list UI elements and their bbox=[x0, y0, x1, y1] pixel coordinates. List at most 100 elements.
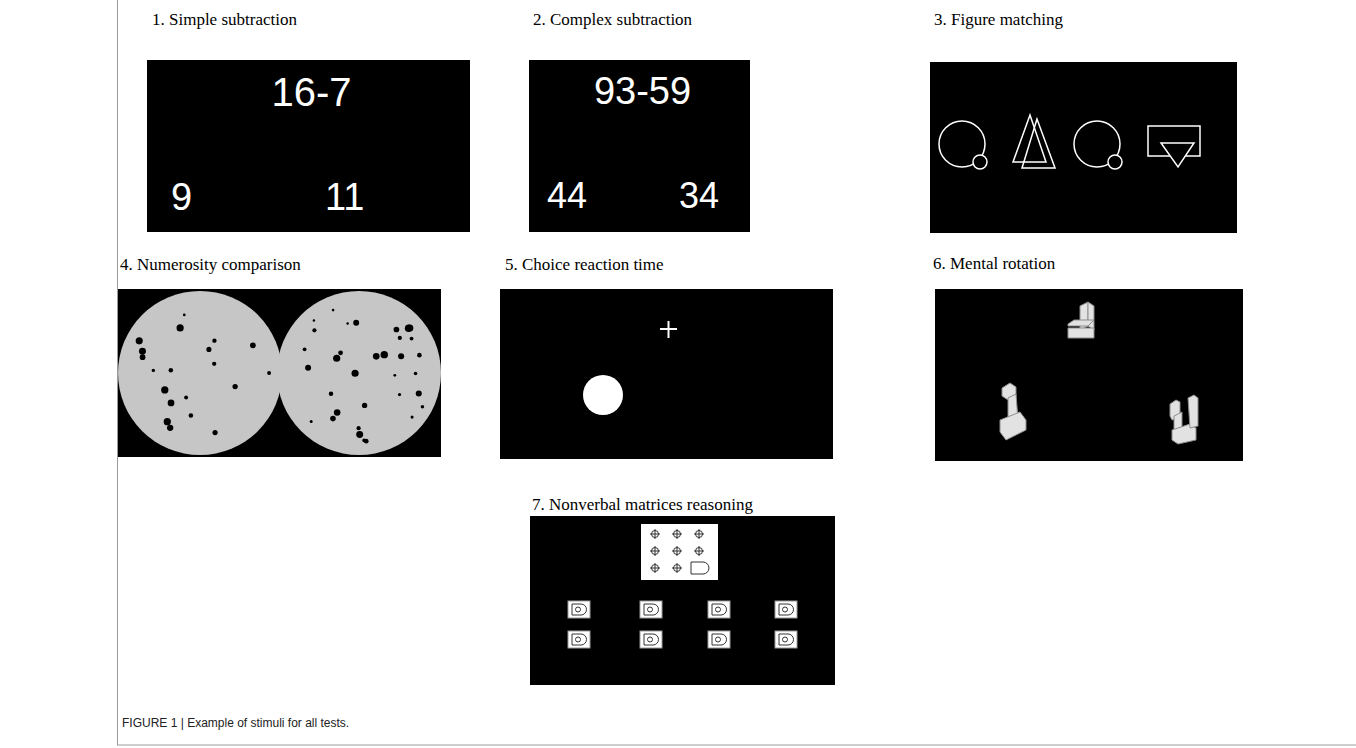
stimulus-panel: 6. Mental rotation bbox=[935, 289, 1243, 461]
dot bbox=[267, 371, 271, 375]
dot bbox=[373, 353, 380, 360]
dot bbox=[414, 372, 418, 376]
dot bbox=[421, 405, 425, 409]
answer-symbol bbox=[576, 607, 581, 612]
dot bbox=[184, 395, 188, 399]
dot bbox=[168, 400, 175, 407]
answer-box bbox=[775, 601, 797, 618]
stimulus-number: 44 bbox=[547, 178, 587, 214]
dot-arrays bbox=[118, 291, 441, 455]
dot bbox=[357, 426, 361, 430]
panel-title: 1. Simple subtraction bbox=[152, 10, 297, 30]
answer-symbol bbox=[783, 607, 788, 612]
stimulus-panel: 4. Numerosity comparison bbox=[118, 289, 441, 457]
matrix-symbol bbox=[672, 529, 682, 539]
answer-box bbox=[568, 601, 590, 618]
dot bbox=[313, 319, 316, 322]
dot bbox=[305, 365, 311, 371]
stimulus-number: 16-7 bbox=[147, 72, 476, 112]
panel-title: 5. Choice reaction time bbox=[505, 255, 664, 275]
dot bbox=[352, 370, 359, 377]
stimulus-number: 34 bbox=[679, 178, 719, 214]
dot bbox=[353, 320, 359, 326]
dot bbox=[139, 348, 146, 355]
answer-box bbox=[640, 631, 662, 648]
answer-box bbox=[775, 631, 797, 648]
dot bbox=[333, 355, 340, 362]
panel-title: 7. Nonverbal matrices reasoning bbox=[532, 495, 753, 515]
answer-symbol bbox=[712, 604, 727, 615]
matrix-symbol bbox=[650, 546, 660, 556]
reaction-stimuli bbox=[583, 321, 677, 415]
dot bbox=[356, 431, 363, 438]
answer-box bbox=[708, 631, 730, 648]
answer-symbol bbox=[576, 637, 581, 642]
dot bbox=[212, 362, 216, 366]
answer-symbol bbox=[716, 637, 721, 642]
matrix-symbol bbox=[694, 546, 704, 556]
answer-symbol bbox=[572, 604, 587, 615]
panel-title: 3. Figure matching bbox=[934, 10, 1063, 30]
figure-frame bbox=[118, 0, 1356, 745]
stimulus-number: 11 bbox=[325, 178, 364, 216]
stimulus-number: 93-59 bbox=[529, 72, 756, 110]
panel-ground bbox=[935, 289, 1243, 461]
stimulus-number: 9 bbox=[171, 178, 192, 216]
dot bbox=[398, 336, 402, 340]
answer-box bbox=[640, 601, 662, 618]
panel-ground bbox=[118, 289, 441, 457]
dot bbox=[312, 328, 316, 332]
matrix-item bbox=[568, 524, 797, 648]
dot bbox=[140, 354, 146, 360]
dot bbox=[169, 368, 174, 373]
dot bbox=[394, 327, 400, 333]
answer-box bbox=[568, 631, 590, 648]
answer-symbol bbox=[783, 637, 788, 642]
dot bbox=[330, 416, 336, 422]
answer-symbol bbox=[779, 604, 794, 615]
dot bbox=[161, 386, 168, 393]
dot bbox=[411, 416, 414, 419]
dot bbox=[183, 314, 186, 317]
answer-symbol bbox=[716, 607, 721, 612]
answer-symbol bbox=[712, 634, 727, 645]
dot bbox=[232, 384, 237, 389]
dot bbox=[346, 322, 349, 325]
stimulus-panel: 3. Figure matching bbox=[930, 62, 1237, 233]
dot bbox=[167, 425, 173, 431]
stimulus-panel: 2. Complex subtraction93-594434 bbox=[529, 60, 756, 232]
matrix-symbol bbox=[672, 546, 682, 556]
dot bbox=[381, 351, 388, 358]
dot bbox=[410, 337, 414, 341]
dot bbox=[416, 390, 422, 396]
dot bbox=[334, 409, 341, 416]
stimulus-panel: 5. Choice reaction time bbox=[500, 289, 833, 459]
matrix-symbol bbox=[694, 529, 704, 539]
figure-caption: FIGURE 1 | Example of stimuli for all te… bbox=[122, 716, 349, 730]
panel-grounds bbox=[118, 60, 1243, 685]
dot bbox=[332, 309, 335, 312]
dot bbox=[393, 374, 396, 377]
answer-symbol bbox=[779, 634, 794, 645]
dot bbox=[250, 342, 256, 348]
dot bbox=[136, 337, 143, 344]
panel-title: 4. Numerosity comparison bbox=[120, 255, 301, 275]
dot bbox=[164, 418, 171, 425]
matching-figures bbox=[939, 115, 1200, 169]
answer-symbol bbox=[648, 607, 653, 612]
dot bbox=[206, 347, 211, 352]
dot bbox=[303, 347, 307, 351]
blank-cell bbox=[691, 562, 709, 574]
dot bbox=[398, 393, 401, 396]
answer-symbol bbox=[572, 634, 587, 645]
dot bbox=[177, 324, 184, 331]
dot bbox=[398, 353, 404, 359]
answer-symbol bbox=[644, 604, 659, 615]
dot bbox=[362, 403, 367, 408]
panel-ground bbox=[530, 516, 835, 685]
panel-ground bbox=[930, 62, 1237, 233]
dot bbox=[152, 369, 155, 372]
rotation-blocks bbox=[1000, 302, 1198, 444]
stimulus-panel: 1. Simple subtraction16-7911 bbox=[147, 60, 476, 232]
